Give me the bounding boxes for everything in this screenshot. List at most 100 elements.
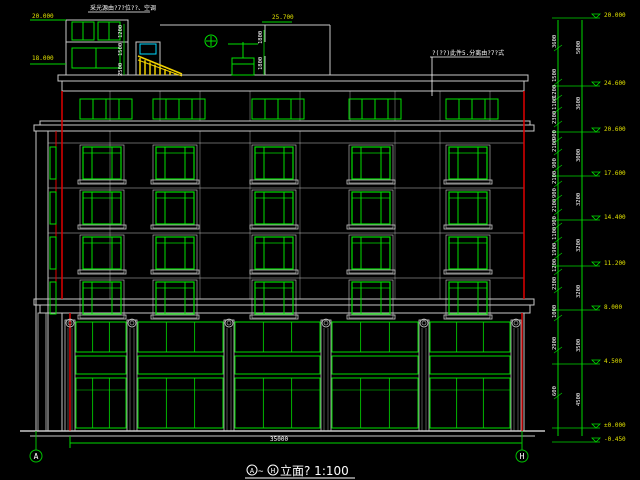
window-residential <box>443 279 493 320</box>
shopfront <box>75 321 127 429</box>
right-outer-dimension: 4500 <box>576 393 582 406</box>
mid-dim-2: 1800 <box>258 57 264 70</box>
title-axis-a-circle <box>246 464 258 476</box>
dimension-tick <box>553 180 563 188</box>
right-elevation-label: 20.000 <box>604 12 626 19</box>
window-residential <box>150 144 200 185</box>
right-elevation-label: 11.200 <box>604 260 626 267</box>
column-capital-icon <box>127 318 137 328</box>
floor-lines <box>48 142 524 279</box>
window-residential <box>77 144 127 185</box>
roof-parapet <box>61 80 525 92</box>
stair-dim-2: 2500 <box>118 63 124 76</box>
right-inner-dimension: 900 <box>552 158 558 168</box>
dimension-tick <box>553 120 563 128</box>
water-tank <box>231 57 255 76</box>
side-window <box>49 191 57 225</box>
side-window <box>49 281 57 315</box>
right-inner-dimension: 2300 <box>552 277 558 290</box>
column-capital-icon <box>419 318 429 328</box>
dimension-tick <box>553 106 563 114</box>
north-symbol-icon <box>204 34 218 48</box>
roof-kiosk <box>135 41 161 76</box>
dimension-tick <box>553 44 563 52</box>
right-outer-dimension: 3200 <box>576 285 582 298</box>
stair-tower <box>65 19 129 76</box>
right-inner-dimension: 2900 <box>552 337 558 350</box>
right-outer-dimension: 3000 <box>576 149 582 162</box>
right-inner-dimension: 2100 <box>552 199 558 212</box>
window-top-floor <box>348 98 402 120</box>
note-top-right: ?(??)此件5.分离由?7?式 <box>432 49 504 57</box>
right-elevation-label: 20.600 <box>604 126 626 133</box>
right-elevation-label: 8.000 <box>604 304 622 311</box>
elevation-marker-icon <box>591 305 601 311</box>
dimension-tick <box>553 252 563 260</box>
stair-rail-lower <box>137 59 183 77</box>
window-residential <box>346 234 396 275</box>
podium-column <box>126 318 138 432</box>
window-residential <box>249 189 299 230</box>
axis-a-circle <box>29 449 43 463</box>
podium-shopfronts <box>37 312 522 432</box>
drawing-title: A ~ H 立面? 1:100 <box>245 463 355 479</box>
window-residential <box>249 144 299 185</box>
right-inner-dimension: 1200 <box>552 259 558 272</box>
podium-column <box>418 318 430 432</box>
dimension-tick <box>553 286 563 294</box>
right-elevation-label: -0.450 <box>604 436 626 443</box>
dimension-tick <box>553 236 563 244</box>
window-residential <box>346 144 396 185</box>
window-residential <box>346 279 396 320</box>
bottom-dimension: 35000 <box>270 436 288 443</box>
mid-dim-1: 1800 <box>258 31 264 44</box>
podium-column <box>510 318 522 432</box>
shopfront <box>137 321 224 429</box>
right-inner-dimension: 900 <box>552 188 558 198</box>
right-inner-dimension: 1200 <box>552 85 558 98</box>
podium-column <box>320 318 332 432</box>
shopfront <box>331 321 419 429</box>
dimension-tick <box>553 164 563 172</box>
elevation-marker-icon <box>591 437 601 443</box>
podium-column <box>64 318 76 432</box>
elevation-marker-icon <box>591 423 601 429</box>
side-window <box>49 146 57 180</box>
window-residential <box>77 189 127 230</box>
building-facade <box>20 74 545 437</box>
window-top-floor <box>79 98 133 120</box>
left-podium-pilaster <box>37 312 47 432</box>
column-capital-icon <box>511 318 521 328</box>
dimension-tick <box>553 78 563 86</box>
dimension-tick <box>553 392 563 400</box>
right-inner-dimension: 3600 <box>552 35 558 48</box>
text-labels: 20.000 18.000 采光源由?7?位??、空调 25.700 ?(??)… <box>32 4 626 443</box>
top-floor-wall <box>61 90 525 122</box>
right-elevation-label: 14.400 <box>604 214 626 221</box>
left-elevation-1: 20.000 <box>32 13 54 20</box>
right-inner-dimension: 900 <box>552 216 558 226</box>
stair-rail <box>137 55 183 75</box>
window-residential <box>249 234 299 275</box>
right-outer-dimension: 3200 <box>576 193 582 206</box>
dimension-tick <box>553 208 563 216</box>
right-outer-dimension: 5000 <box>576 41 582 54</box>
column-capital-icon <box>321 318 331 328</box>
podium-column <box>223 318 235 432</box>
elevation-marker-icon <box>591 127 601 133</box>
right-elevation-label: ±0.000 <box>604 422 626 429</box>
window-residential <box>150 279 200 320</box>
right-elevation-label: 4.500 <box>604 358 622 365</box>
window-residential <box>443 189 493 230</box>
elevation-marker-icon <box>591 359 601 365</box>
right-inner-dimension: 1500 <box>552 69 558 82</box>
elevation-marker-icon <box>591 13 601 19</box>
right-inner-dimension: 2100 <box>552 171 558 184</box>
window-residential <box>77 234 127 275</box>
axis-bubbles: A H <box>29 449 529 463</box>
roof-stair <box>137 55 183 77</box>
top-elevation: 25.700 <box>272 14 294 21</box>
right-inner-dimension: 1900 <box>552 243 558 256</box>
window-residential <box>77 279 127 320</box>
right-outer-dimension: 3500 <box>576 339 582 352</box>
